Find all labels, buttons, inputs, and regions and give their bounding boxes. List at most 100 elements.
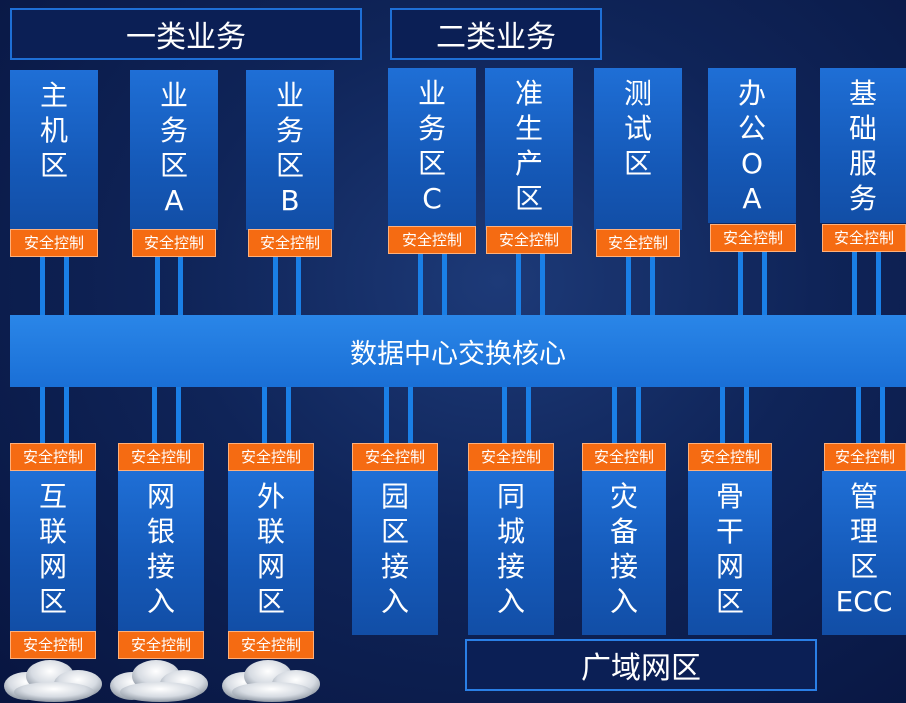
wire bbox=[540, 254, 545, 315]
security-control: 安全控制 bbox=[388, 226, 476, 254]
wire bbox=[178, 257, 183, 315]
wire bbox=[738, 252, 743, 315]
wan-label: 广域网区 bbox=[581, 651, 701, 686]
wire bbox=[176, 387, 181, 443]
zone-char: 务 bbox=[417, 112, 446, 145]
zone-online-banking-access: 网 银 接 入 bbox=[118, 471, 204, 631]
zone-char: 服 bbox=[848, 147, 877, 180]
zone-char: 生 bbox=[514, 112, 543, 145]
zone-char: 准 bbox=[514, 77, 543, 110]
wire bbox=[384, 387, 389, 443]
security-control: 安全控制 bbox=[10, 229, 98, 257]
wire bbox=[516, 254, 521, 315]
zone-char: B bbox=[280, 184, 300, 217]
zone-char: 园 bbox=[380, 480, 409, 513]
zone-pre-production: 准 生 产 区 bbox=[485, 68, 573, 230]
security-control: 安全控制 bbox=[596, 229, 680, 257]
zone-char: 同 bbox=[496, 480, 525, 513]
wire bbox=[155, 257, 160, 315]
zone-host: 主 机 区 bbox=[10, 70, 98, 230]
security-control: 安全控制 bbox=[132, 229, 216, 257]
security-control: 安全控制 bbox=[710, 224, 796, 252]
zone-char: 备 bbox=[609, 515, 638, 548]
zone-char: 骨 bbox=[715, 480, 744, 513]
zone-char: 础 bbox=[848, 112, 877, 145]
zone-backbone: 骨 干 网 区 bbox=[688, 471, 772, 635]
zone-char: 区 bbox=[715, 585, 744, 618]
security-control: 安全控制 bbox=[468, 443, 554, 471]
zone-office-oa: 办 公 O A bbox=[708, 68, 796, 223]
zone-char: 基 bbox=[848, 77, 877, 110]
zone-char: A bbox=[164, 184, 184, 217]
zone-char: O bbox=[740, 147, 764, 180]
wire bbox=[64, 387, 69, 443]
wire bbox=[612, 387, 617, 443]
datacenter-core-switch: 数据中心交换核心 bbox=[10, 315, 906, 387]
header-type1-label: 一类业务 bbox=[126, 20, 246, 55]
cloud-icon bbox=[110, 660, 208, 702]
wire bbox=[856, 387, 861, 443]
wire bbox=[40, 387, 45, 443]
wire bbox=[880, 387, 885, 443]
zone-char: 灾 bbox=[609, 480, 638, 513]
wire bbox=[442, 254, 447, 315]
zone-same-city-access: 同 城 接 入 bbox=[468, 471, 554, 635]
header-type1-business: 一类业务 bbox=[10, 8, 362, 60]
wire bbox=[650, 257, 655, 315]
zone-internet: 互 联 网 区 bbox=[10, 471, 96, 631]
zone-char: 城 bbox=[496, 515, 525, 548]
zone-char: 入 bbox=[146, 585, 175, 618]
zone-char: 干 bbox=[715, 515, 744, 548]
security-control: 安全控制 bbox=[486, 226, 572, 254]
security-control: 安全控制 bbox=[118, 631, 204, 659]
cloud-icon bbox=[4, 660, 102, 702]
zone-char: 接 bbox=[380, 550, 409, 583]
zone-char: 业 bbox=[417, 77, 446, 110]
zone-char: 产 bbox=[514, 147, 543, 180]
wire bbox=[152, 387, 157, 443]
zone-char: 试 bbox=[623, 112, 652, 145]
wire bbox=[636, 387, 641, 443]
security-control: 安全控制 bbox=[352, 443, 438, 471]
zone-char: 区 bbox=[380, 515, 409, 548]
wan-zone: 广域网区 bbox=[465, 639, 817, 691]
zone-char: 联 bbox=[38, 515, 67, 548]
zone-char: 网 bbox=[715, 550, 744, 583]
wire bbox=[286, 387, 291, 443]
zone-char: 区 bbox=[38, 585, 67, 618]
zone-char: 区 bbox=[623, 147, 652, 180]
zone-business-c: 业 务 区 C bbox=[388, 68, 476, 230]
zone-management-ecc: 管 理 区 ECC bbox=[822, 471, 906, 635]
zone-char: 办 bbox=[737, 77, 766, 110]
zone-test: 测 试 区 bbox=[594, 68, 682, 230]
zone-char: 管 bbox=[849, 480, 878, 513]
zone-char: 务 bbox=[848, 182, 877, 215]
wire bbox=[744, 387, 749, 443]
wire bbox=[852, 252, 857, 315]
zone-extranet: 外 联 网 区 bbox=[228, 471, 314, 631]
zone-char: 网 bbox=[256, 550, 285, 583]
wire bbox=[262, 387, 267, 443]
wire bbox=[408, 387, 413, 443]
zone-char: C bbox=[422, 182, 442, 215]
zone-char: 网 bbox=[146, 480, 175, 513]
zone-char: 入 bbox=[380, 585, 409, 618]
header-type2-label: 二类业务 bbox=[436, 20, 556, 55]
zone-char: 银 bbox=[146, 515, 175, 548]
zone-char: 区 bbox=[275, 149, 304, 182]
zone-char: 业 bbox=[159, 79, 188, 112]
zone-host-char: 机 bbox=[39, 114, 68, 147]
wire bbox=[40, 257, 45, 315]
wire bbox=[526, 387, 531, 443]
cloud-icon bbox=[222, 660, 320, 702]
wire bbox=[502, 387, 507, 443]
zone-char: 区 bbox=[417, 147, 446, 180]
security-control: 安全控制 bbox=[118, 443, 204, 471]
zone-business-a: 业 务 区 A bbox=[130, 70, 218, 230]
zone-char: A bbox=[742, 182, 762, 215]
zone-char: 互 bbox=[38, 480, 67, 513]
zone-char: 接 bbox=[146, 550, 175, 583]
zone-char: 公 bbox=[737, 112, 766, 145]
zone-char: 区 bbox=[256, 585, 285, 618]
security-control: 安全控制 bbox=[824, 443, 906, 471]
